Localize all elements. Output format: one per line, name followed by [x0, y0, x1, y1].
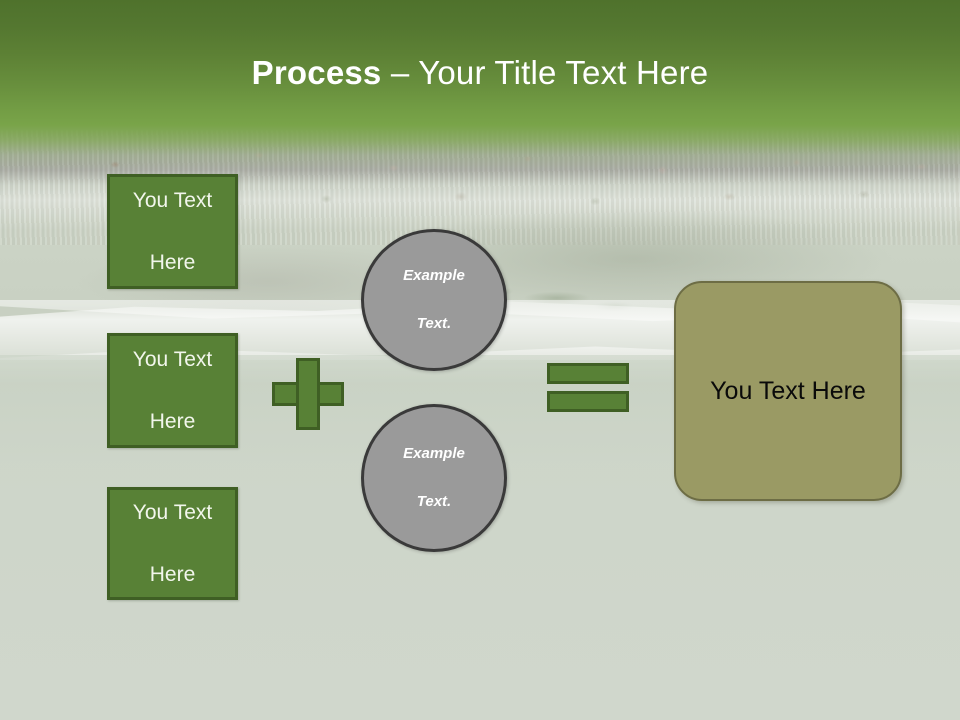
- example-circle-2-line2: Text.: [416, 493, 452, 510]
- example-circle-1-line1: Example: [403, 267, 465, 284]
- result-box-label: You Text Here: [710, 377, 866, 405]
- example-circle-2-line1: Example: [403, 445, 465, 462]
- input-box-1-line1: You Text: [132, 189, 213, 212]
- result-box[interactable]: You Text Here: [674, 281, 902, 501]
- example-circle-1-line2: Text.: [416, 315, 452, 332]
- page-title-emphasis: Process: [251, 54, 382, 91]
- input-box-1-line2: Here: [149, 251, 196, 274]
- input-box-2-line2: Here: [149, 410, 196, 433]
- page-title-separator: –: [381, 54, 419, 91]
- equals-icon-bottom-bar: [547, 391, 629, 412]
- page-title-rest: Your Title Text Here: [418, 54, 709, 91]
- input-box-3-line2: Here: [149, 563, 196, 586]
- equals-icon-top-bar: [547, 363, 629, 384]
- page-title: Process – Your Title Text Here: [0, 51, 960, 95]
- input-box-3-line1: You Text: [132, 501, 213, 524]
- plus-icon-center-patch: [299, 385, 317, 403]
- equals-icon: [547, 363, 629, 412]
- plus-icon: [272, 358, 344, 430]
- input-box-2-line1: You Text: [132, 348, 213, 371]
